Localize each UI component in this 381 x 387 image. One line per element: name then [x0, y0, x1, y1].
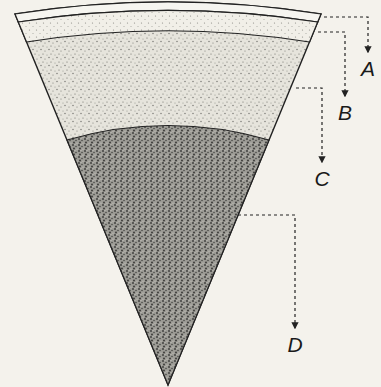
layer-letter: C — [314, 168, 329, 189]
layer-letter: D — [287, 334, 302, 355]
leader-line — [318, 32, 345, 96]
mantle-layer — [15, 2, 321, 385]
layer-letter: B — [338, 102, 352, 123]
leader-line — [296, 88, 322, 162]
upper-mantle-layer — [18, 11, 317, 42]
layer-letter: A — [361, 58, 375, 79]
leader-line — [324, 17, 368, 52]
leader-line — [238, 215, 295, 328]
core-layer — [67, 125, 269, 385]
